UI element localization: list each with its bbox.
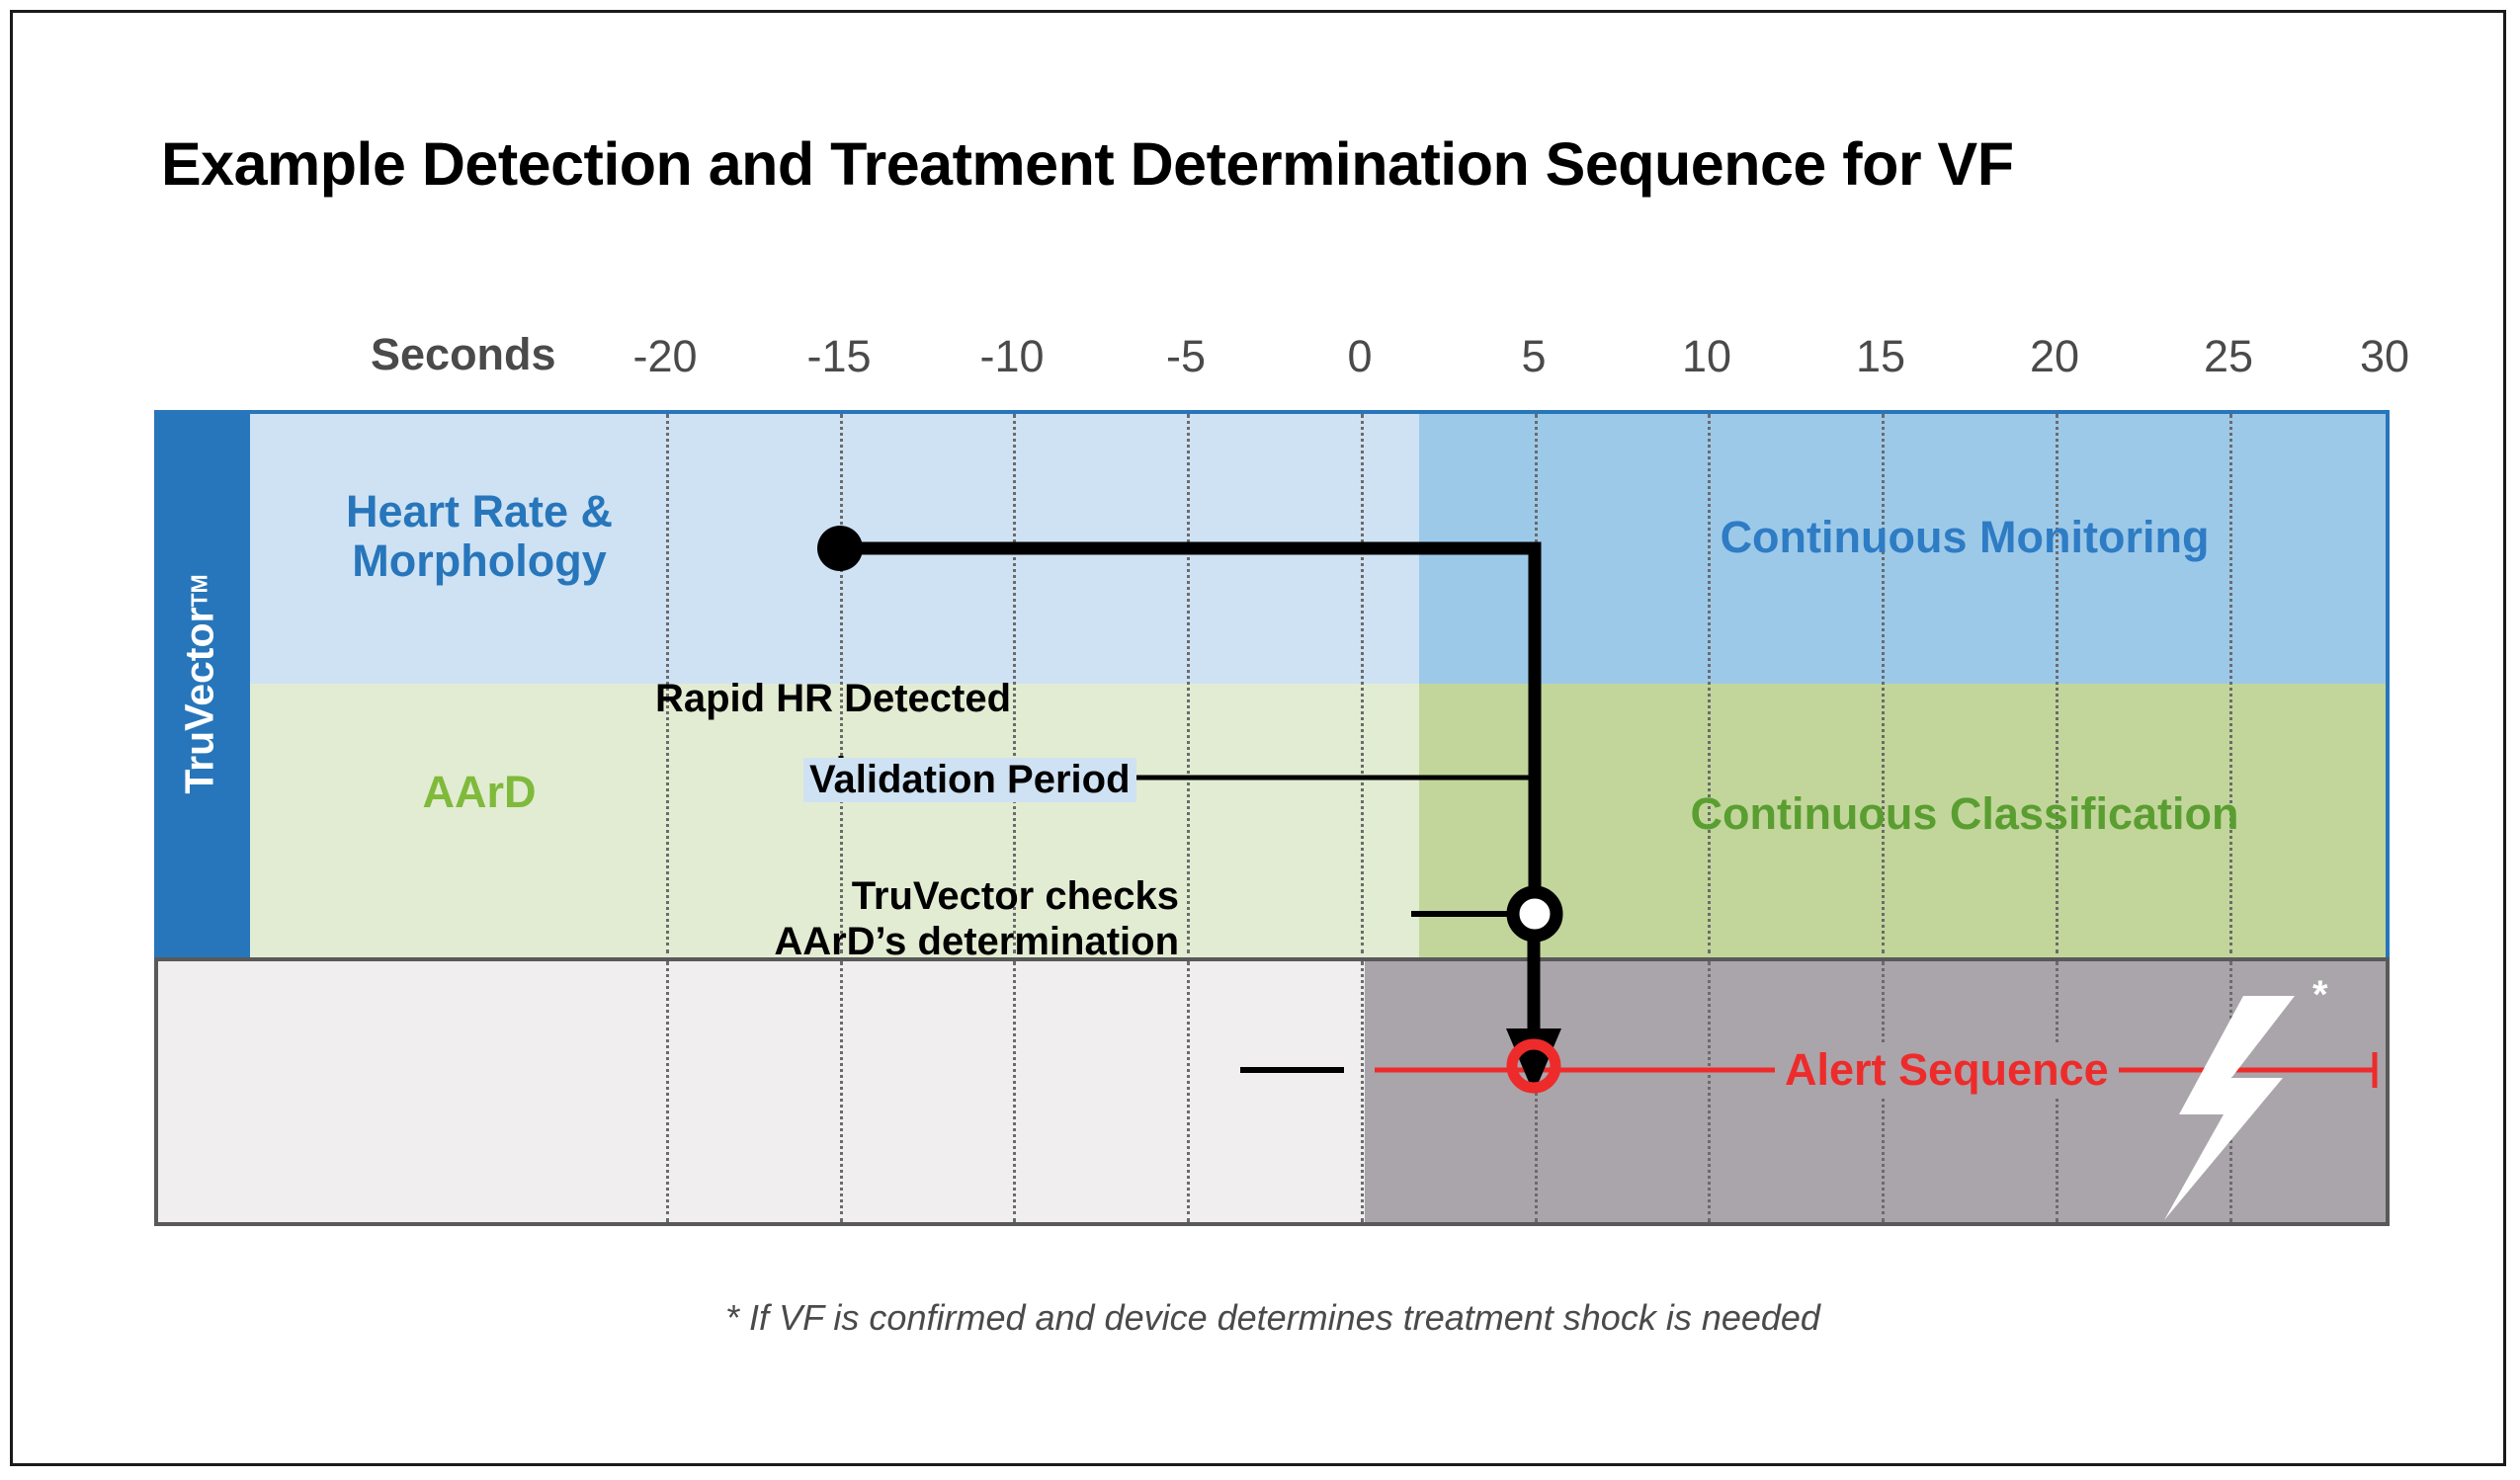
alert-sequence-label: Alert Sequence	[1775, 1044, 2119, 1096]
axis-tick: 25	[2203, 331, 2254, 381]
diagram-frame: Example Detection and Treatment Determin…	[10, 10, 2506, 1466]
axis-tick: -10	[979, 331, 1045, 381]
sidebar-label-text: TruVector	[176, 607, 222, 794]
axis-tick: -20	[632, 331, 698, 381]
axis-tick: 0	[1347, 331, 1373, 381]
continuous-monitoring-label: Continuous Monitoring	[1720, 512, 2210, 562]
axis-tick: 15	[1855, 331, 1906, 381]
lane-aard	[250, 684, 2386, 957]
axis-tick: -15	[806, 331, 872, 381]
shock-asterisk: *	[2312, 973, 2328, 1017]
axis-tick: 20	[2029, 331, 2080, 381]
annotation-truvector-checks: TruVector checks AArD’s determination	[774, 874, 1179, 964]
lane-label-aard: AArD	[422, 767, 537, 817]
page-title: Example Detection and Treatment Determin…	[161, 130, 2014, 198]
axis-tick: 5	[1521, 331, 1547, 381]
trademark-symbol: TM	[186, 574, 212, 608]
annotation-rapid-hr: Rapid HR Detected	[654, 677, 1012, 720]
lane-alert: TruVector initiates the alert sequence (…	[154, 957, 2390, 1226]
validation-period-label: Validation Period	[803, 758, 1136, 802]
time-axis: Seconds -20 -15 -10 -5 0 5 10 15 20 25 3…	[13, 329, 2520, 398]
axis-tick: 30	[2359, 331, 2410, 381]
lightning-bolt-icon	[2164, 996, 2295, 1220]
rapid-hr-marker	[817, 526, 863, 571]
flow-arrow-upper	[817, 526, 1563, 943]
lane-heart-rate-right-fill	[1419, 414, 2386, 684]
aard-check-marker	[1506, 885, 1563, 943]
axis-tick: 10	[1681, 331, 1732, 381]
footnote: * If VF is confirmed and device determin…	[725, 1297, 1820, 1338]
continuous-classification-label: Continuous Classification	[1690, 788, 2239, 839]
lane-aard-right-fill	[1419, 684, 2386, 957]
monitoring-plot: Heart Rate & Morphology AArD Continuous …	[246, 410, 2390, 963]
lane-label-heart-rate: Heart Rate & Morphology	[345, 486, 614, 587]
lane-heart-rate	[250, 414, 2386, 684]
axis-tick: -5	[1165, 331, 1207, 381]
axis-name: Seconds	[371, 329, 556, 379]
